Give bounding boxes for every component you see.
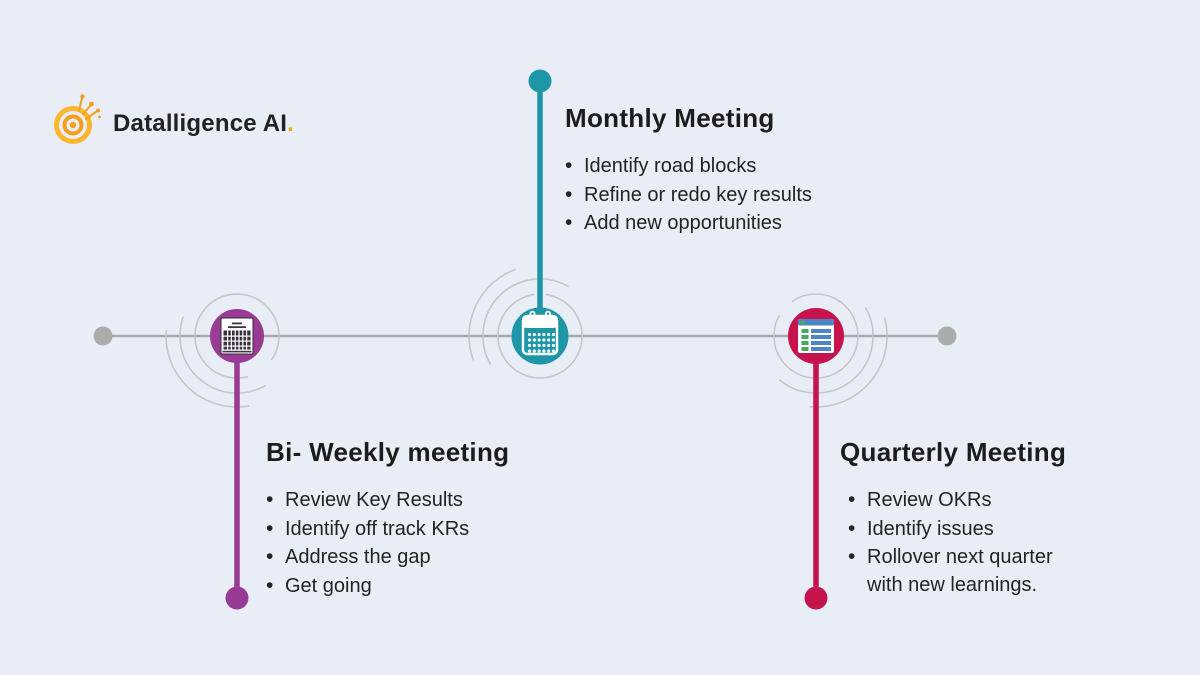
section-title: Quarterly Meeting [840,437,1067,467]
logo-dot: . [287,110,295,137]
monthly-meeting-section: Monthly Meeting Identify road blocksRefi… [565,103,905,238]
bullet-item: Identify road blocks [565,152,905,181]
ripple-arcs-monthly [468,268,583,379]
bullet-item: Review OKRs [848,486,1078,515]
weekly-planner-icon [220,317,254,355]
axis-endpoint-right [937,326,957,346]
logo: Datalligence AI. [52,90,294,148]
section-title: Bi- Weekly meeting [266,437,510,467]
ripple-arcs-quarterly [773,293,888,408]
biweekly-stem [225,354,249,610]
monthly-stem [528,69,552,318]
monthly-stem-dot [528,69,552,93]
quarterly-meeting-section: Quarterly Meeting Review OKRsIdentify is… [840,437,1102,599]
calendar-icon [521,310,559,356]
bullet-item: Refine or redo key results [565,181,905,210]
biweekly-meeting-section: Bi- Weekly meeting Review Key ResultsIde… [266,437,576,600]
bullet-item: Identify off track KRs [266,515,576,544]
section-title: Monthly Meeting [565,103,775,133]
quarterly-stem-dot [804,586,828,610]
biweekly-stem-dot [225,586,249,610]
axis-endpoint-left [93,326,113,346]
okr-list-icon [798,319,834,353]
biweekly-node [210,309,264,363]
bullet-item: Add new opportunities [565,209,905,238]
bullet-list: Review Key ResultsIdentify off track KRs… [266,486,576,600]
bullet-list: Review OKRsIdentify issuesRollover next … [840,486,1078,599]
logo-wordmark: Datalligence AI. [113,110,294,138]
bullet-item: Rollover next quarter with new learnings… [848,543,1078,599]
quarterly-stem [804,354,828,610]
bullet-item: Address the gap [266,543,576,572]
bullet-item: Identify issues [848,515,1078,544]
ripple-arcs-biweekly [165,293,280,408]
bullet-list: Identify road blocksRefine or redo key r… [565,152,905,238]
bullet-item: Review Key Results [266,486,576,515]
bullet-item: Get going [266,572,576,601]
logo-text: Datalligence AI [113,110,288,137]
quarterly-node [788,308,844,364]
monthly-node [511,307,569,365]
target-circuit-icon [54,94,101,144]
